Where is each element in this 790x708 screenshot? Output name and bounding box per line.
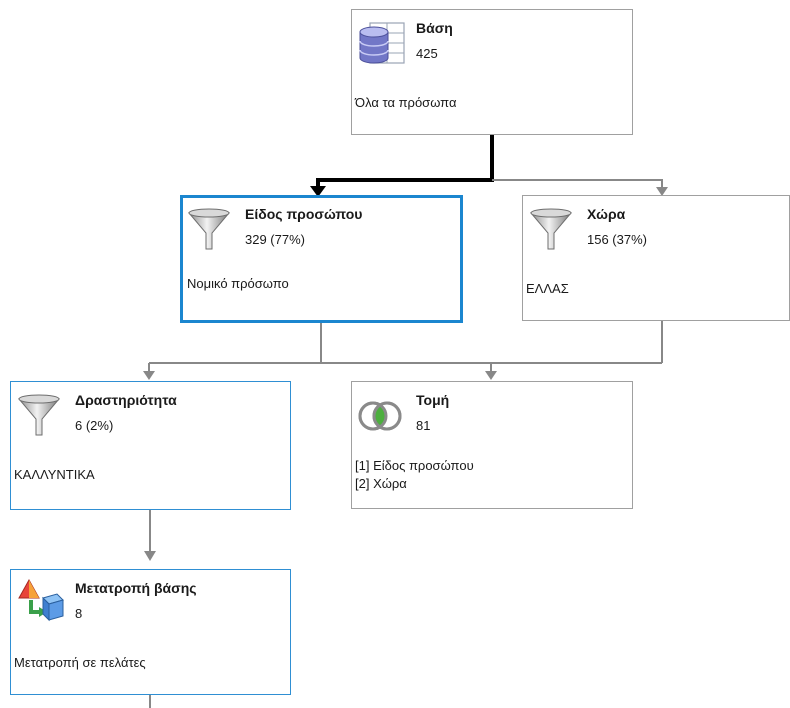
node-description: Όλα τα πρόσωπα xyxy=(355,95,457,110)
node-description: Νομικό πρόσωπο xyxy=(187,276,289,291)
node-count: 6 (2%) xyxy=(75,418,114,433)
node-title: Βάση xyxy=(416,20,453,36)
node-title: Τομή xyxy=(416,392,450,408)
node-description: Μετατροπή σε πελάτες xyxy=(14,655,146,670)
node-title: Μετατροπή βάσης xyxy=(75,580,197,596)
node-description: [1] Είδος προσώπου [2] Χώρα xyxy=(355,457,474,493)
connector-arrowhead xyxy=(485,371,497,380)
venn-intersection-icon xyxy=(358,396,402,440)
connector-arrowhead xyxy=(656,187,668,196)
node-count: 8 xyxy=(75,606,83,621)
connector-arrowhead xyxy=(310,186,326,197)
connector-arrowhead xyxy=(143,371,155,380)
intersection-source-2: [2] Χώρα xyxy=(355,476,407,491)
funnel-filter-icon xyxy=(529,207,573,251)
node-country[interactable]: Χώρα 156 (37%) ΕΛΛΑΣ xyxy=(522,195,790,321)
node-count: 329 (77%) xyxy=(245,232,305,247)
funnel-filter-icon xyxy=(17,393,61,437)
node-title: Δραστηριότητα xyxy=(75,392,177,408)
node-person-type[interactable]: Είδος προσώπου 329 (77%) Νομικό πρόσωπο xyxy=(180,195,463,323)
node-count: 425 xyxy=(416,46,438,61)
node-count: 156 (37%) xyxy=(587,232,647,247)
node-count: 81 xyxy=(416,418,431,433)
node-title: Χώρα xyxy=(587,206,626,222)
node-title: Είδος προσώπου xyxy=(245,206,363,222)
node-intersection[interactable]: Τομή 81 [1] Είδος προσώπου [2] Χώρα xyxy=(351,381,633,509)
node-description: ΕΛΛΑΣ xyxy=(526,281,569,296)
connector-base-to-person-type xyxy=(316,134,494,190)
database-table-icon xyxy=(358,22,405,66)
funnel-filter-icon xyxy=(187,207,231,251)
node-activity[interactable]: Δραστηριότητα 6 (2%) ΚΑΛΛΥΝΤΙΚΑ xyxy=(10,381,291,510)
node-description: ΚΑΛΛΥΝΤΙΚΑ xyxy=(14,467,95,482)
connector-arrowhead xyxy=(144,551,156,561)
node-base-conversion[interactable]: Μετατροπή βάσης 8 Μετατροπή σε πελάτες xyxy=(10,569,291,695)
node-base[interactable]: Βάση 425 Όλα τα πρόσωπα xyxy=(351,9,633,135)
connector-base-to-country xyxy=(492,179,663,188)
intersection-source-1: [1] Είδος προσώπου xyxy=(355,458,474,473)
base-conversion-icon xyxy=(17,576,64,622)
